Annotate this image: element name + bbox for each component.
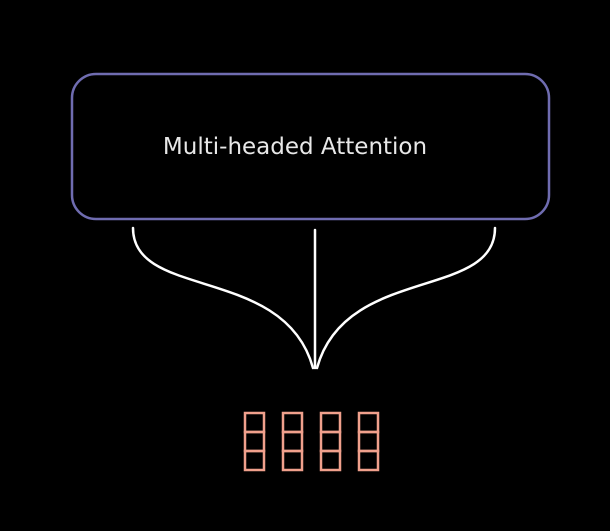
connector-lines (131, 226, 497, 370)
token-vector (243, 411, 266, 472)
attention-block-box (70, 72, 551, 221)
attention-block: Multi-headed Attention (70, 72, 551, 221)
token-vector-cell (357, 449, 380, 472)
right-branch-connector (315, 226, 497, 370)
token-vector-cell (319, 449, 342, 472)
token-vector (357, 411, 380, 472)
attention-block-label: Multi-headed Attention (163, 134, 427, 160)
left-branch-connector (131, 226, 315, 370)
token-vector-cell (243, 449, 266, 472)
token-vectors (243, 411, 380, 472)
token-vector-cell (281, 449, 304, 472)
token-vector (319, 411, 342, 472)
token-vector (281, 411, 304, 472)
